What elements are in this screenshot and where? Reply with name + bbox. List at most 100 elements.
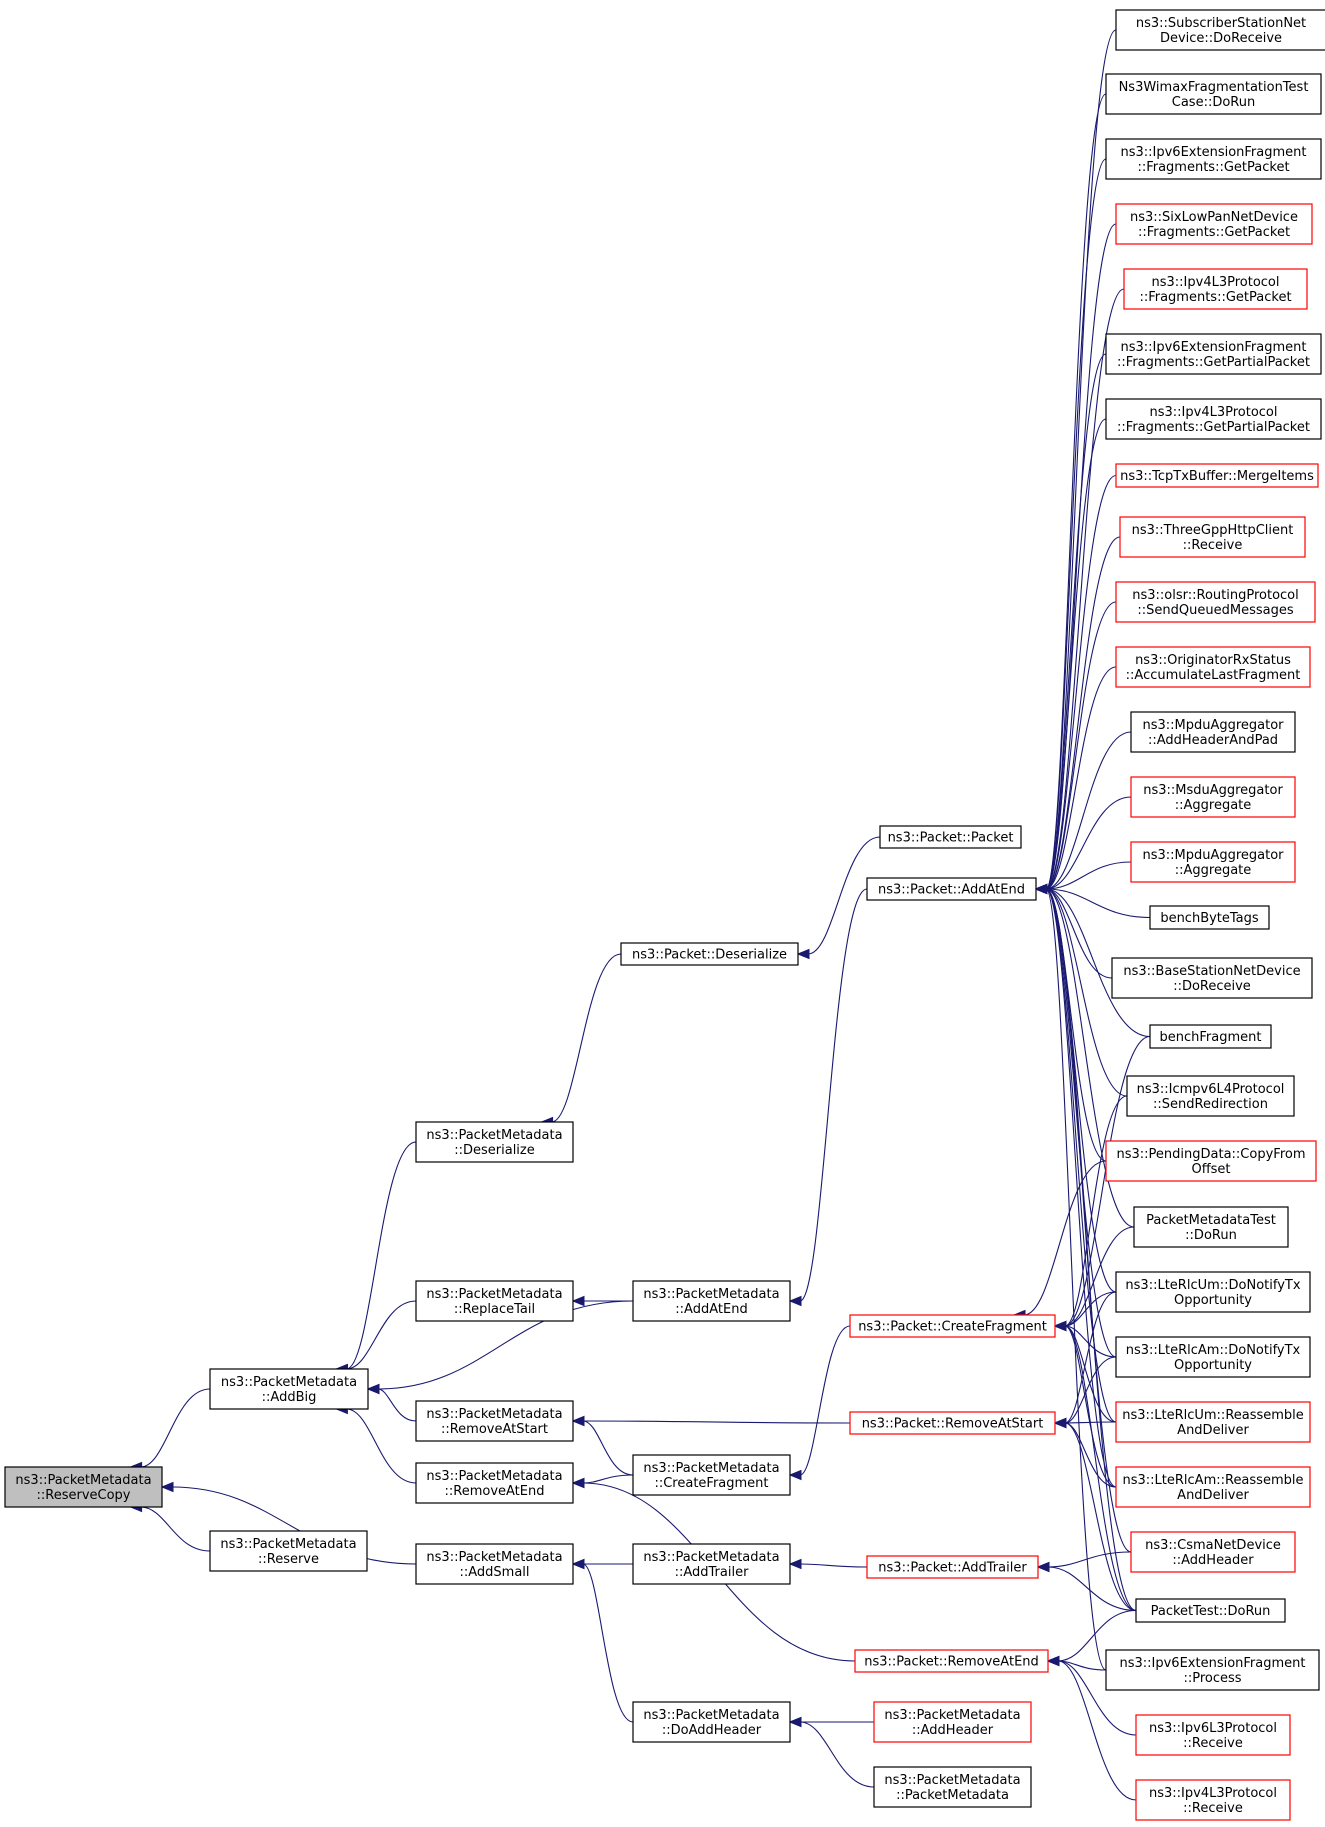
node-box[interactable] (873, 1766, 1032, 1808)
node-reserve[interactable]: ns3::PacketMetadata::Reserve (209, 1530, 368, 1572)
node-r13[interactable]: ns3::MsduAggregator::Aggregate (1130, 776, 1296, 818)
node-p_removeatend[interactable]: ns3::Packet::RemoveAtEnd (854, 1649, 1049, 1673)
node-r26[interactable]: PacketTest::DoRun (1135, 1598, 1286, 1623)
node-addbig[interactable]: ns3::PacketMetadata::AddBig (209, 1368, 369, 1410)
node-p_addatend[interactable]: ns3::Packet::AddAtEnd (866, 877, 1037, 901)
node-r7[interactable]: ns3::Ipv4L3Protocol::Fragments::GetParti… (1105, 398, 1322, 440)
node-box[interactable] (415, 1462, 574, 1504)
node-replacetail[interactable]: ns3::PacketMetadata::ReplaceTail (415, 1280, 574, 1322)
node-r4[interactable]: ns3::SixLowPanNetDevice::Fragments::GetP… (1115, 203, 1313, 245)
node-box[interactable] (1115, 1466, 1311, 1508)
node-r12[interactable]: ns3::MpduAggregator::AddHeaderAndPad (1130, 711, 1296, 753)
node-r3[interactable]: ns3::Ipv6ExtensionFragment::Fragments::G… (1105, 138, 1322, 180)
node-box[interactable] (866, 1555, 1039, 1579)
node-r5[interactable]: ns3::Ipv4L3Protocol::Fragments::GetPacke… (1123, 268, 1308, 310)
node-box[interactable] (1133, 1206, 1289, 1248)
node-box[interactable] (209, 1530, 368, 1572)
node-r1[interactable]: ns3::SubscriberStationNetDevice::DoRecei… (1115, 9, 1325, 51)
node-r9[interactable]: ns3::ThreeGppHttpClient::Receive (1119, 516, 1306, 558)
node-box[interactable] (1130, 711, 1296, 753)
node-r29[interactable]: ns3::Ipv4L3Protocol::Receive (1135, 1779, 1291, 1821)
node-box[interactable] (849, 1314, 1056, 1338)
node-box[interactable] (632, 1454, 791, 1496)
node-box[interactable] (1115, 9, 1325, 51)
node-box[interactable] (4, 1466, 163, 1508)
node-box[interactable] (632, 1701, 791, 1743)
node-r18[interactable]: ns3::Icmpv6L4Protocol::SendRedirection (1126, 1075, 1295, 1117)
node-box[interactable] (1149, 905, 1270, 930)
node-box[interactable] (415, 1280, 574, 1322)
node-box[interactable] (1115, 203, 1313, 245)
node-r28[interactable]: ns3::Ipv6L3Protocol::Receive (1135, 1714, 1291, 1756)
node-box[interactable] (849, 1411, 1056, 1435)
node-box[interactable] (866, 877, 1037, 901)
node-box[interactable] (1130, 1531, 1296, 1573)
node-box[interactable] (632, 1280, 791, 1322)
node-box[interactable] (1115, 581, 1316, 623)
node-box[interactable] (1105, 138, 1322, 180)
node-r14[interactable]: ns3::MpduAggregator::Aggregate (1130, 841, 1296, 883)
node-box[interactable] (879, 825, 1022, 849)
node-r27[interactable]: ns3::Ipv6ExtensionFragment::Process (1105, 1649, 1320, 1691)
node-pm_removeatend[interactable]: ns3::PacketMetadata::RemoveAtEnd (415, 1462, 574, 1504)
node-pm_deserialize[interactable]: ns3::PacketMetadata::Deserialize (415, 1121, 574, 1163)
node-pm_createfragment[interactable]: ns3::PacketMetadata::CreateFragment (632, 1454, 791, 1496)
node-box[interactable] (1105, 398, 1322, 440)
node-doaddheader[interactable]: ns3::PacketMetadata::DoAddHeader (632, 1701, 791, 1743)
node-pm_packetmetadata[interactable]: ns3::PacketMetadata::PacketMetadata (873, 1766, 1032, 1808)
node-pm_addheader[interactable]: ns3::PacketMetadata::AddHeader (873, 1701, 1032, 1743)
node-p_createfragment[interactable]: ns3::Packet::CreateFragment (849, 1314, 1056, 1338)
node-r20[interactable]: PacketMetadataTest::DoRun (1133, 1206, 1289, 1248)
node-box[interactable] (632, 1543, 791, 1585)
node-box[interactable] (415, 1400, 574, 1442)
node-p_deserialize[interactable]: ns3::Packet::Deserialize (620, 942, 799, 966)
node-r10[interactable]: ns3::olsr::RoutingProtocol::SendQueuedMe… (1115, 581, 1316, 623)
node-box[interactable] (1105, 333, 1322, 375)
node-box[interactable] (1135, 1779, 1291, 1821)
node-r11[interactable]: ns3::OriginatorRxStatus::AccumulateLastF… (1115, 646, 1311, 688)
node-box[interactable] (1105, 1140, 1317, 1182)
node-box[interactable] (1130, 841, 1296, 883)
node-r25[interactable]: ns3::CsmaNetDevice::AddHeader (1130, 1531, 1296, 1573)
node-box[interactable] (1126, 1075, 1295, 1117)
node-box[interactable] (1115, 1401, 1311, 1443)
node-box[interactable] (415, 1121, 574, 1163)
node-box[interactable] (1135, 1714, 1291, 1756)
node-p_removeatstart[interactable]: ns3::Packet::RemoveAtStart (849, 1411, 1056, 1435)
node-box[interactable] (1135, 1598, 1286, 1623)
node-reservecopy[interactable]: ns3::PacketMetadata::ReserveCopy (4, 1466, 163, 1508)
node-r15[interactable]: benchByteTags (1149, 905, 1270, 930)
node-box[interactable] (1111, 957, 1313, 999)
node-addsmall[interactable]: ns3::PacketMetadata::AddSmall (415, 1543, 574, 1585)
node-r6[interactable]: ns3::Ipv6ExtensionFragment::Fragments::G… (1105, 333, 1322, 375)
node-box[interactable] (1119, 516, 1306, 558)
node-r8[interactable]: ns3::TcpTxBuffer::MergeItems (1115, 463, 1319, 488)
node-box[interactable] (1115, 1271, 1311, 1313)
node-box[interactable] (1130, 776, 1296, 818)
node-pm_removeatstart[interactable]: ns3::PacketMetadata::RemoveAtStart (415, 1400, 574, 1442)
node-box[interactable] (873, 1701, 1032, 1743)
node-box[interactable] (1115, 463, 1319, 488)
node-box[interactable] (209, 1368, 369, 1410)
node-pm_addtrailer[interactable]: ns3::PacketMetadata::AddTrailer (632, 1543, 791, 1585)
node-box[interactable] (1115, 1336, 1311, 1378)
node-box[interactable] (620, 942, 799, 966)
node-box[interactable] (1105, 1649, 1320, 1691)
node-pm_addatend[interactable]: ns3::PacketMetadata::AddAtEnd (632, 1280, 791, 1322)
node-box[interactable] (1123, 268, 1308, 310)
node-box[interactable] (1149, 1024, 1272, 1049)
node-box[interactable] (415, 1543, 574, 1585)
node-box[interactable] (1105, 73, 1322, 115)
node-r16[interactable]: ns3::BaseStationNetDevice::DoReceive (1111, 957, 1313, 999)
node-r17[interactable]: benchFragment (1149, 1024, 1272, 1049)
node-p_addtrailer[interactable]: ns3::Packet::AddTrailer (866, 1555, 1039, 1579)
node-box[interactable] (854, 1649, 1049, 1673)
node-p_packet[interactable]: ns3::Packet::Packet (879, 825, 1022, 849)
node-box[interactable] (1115, 646, 1311, 688)
